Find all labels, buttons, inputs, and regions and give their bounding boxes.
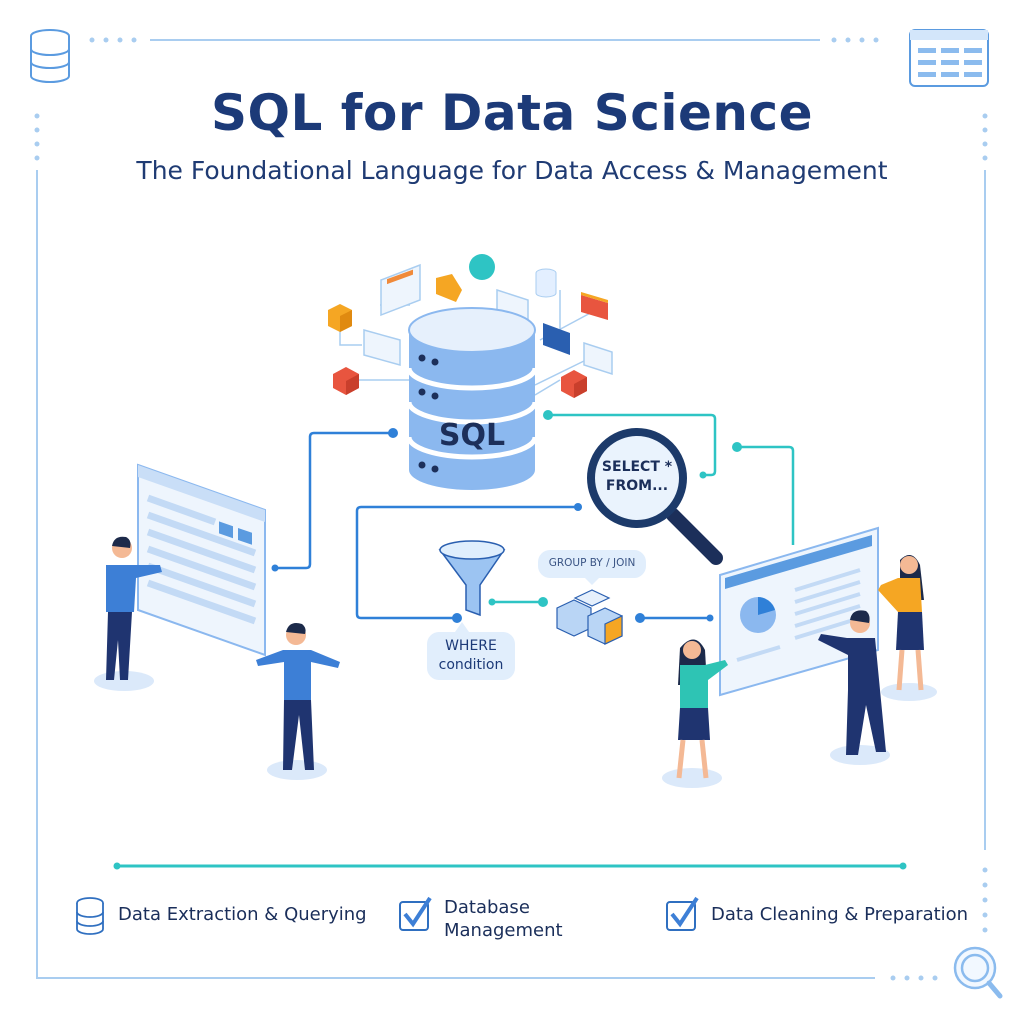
database-feature-icon (76, 897, 104, 935)
magnifier-icon (587, 428, 723, 565)
database-label: SQL (438, 418, 506, 453)
magnifier-text-line2: FROM... (605, 478, 669, 494)
cube-icons (328, 254, 608, 398)
feature-label-line2: Management (444, 920, 563, 941)
database-corner-icon (30, 29, 70, 83)
where-label-line1: WHERE (445, 638, 497, 654)
cubes-icon (556, 589, 623, 645)
frame-dots (34, 37, 988, 981)
group-bubble (538, 550, 646, 578)
feature-data-cleaning: Data Cleaning & Preparation (711, 904, 969, 925)
frame (36, 39, 986, 979)
checkbox-feature-icon-1 (399, 896, 432, 931)
feature-label-line1: Database (444, 897, 530, 918)
table-corner-icon (909, 29, 989, 87)
where-label-line2: condition (438, 657, 504, 673)
dashboard-panel (719, 526, 879, 697)
checkbox-feature-icon-2 (666, 896, 699, 931)
people (94, 536, 937, 788)
spreadsheet-panel (137, 463, 266, 657)
feature-data-extraction: Data Extraction & Querying (118, 904, 367, 925)
page-subtitle: The Foundational Language for Data Acces… (136, 156, 888, 185)
group-by-join-label: GROUP BY / JOIN (548, 557, 636, 569)
where-bubble (427, 632, 515, 680)
magnifier-text: SELECT * FROM... (595, 458, 679, 496)
connector-dots (113, 410, 907, 870)
connectors (117, 413, 903, 868)
page-title: SQL for Data Science (210, 84, 814, 142)
magnifier-corner-icon (953, 946, 1003, 999)
magnifier-text-line1: SELECT * (601, 459, 673, 475)
feature-database-management: Database Management (444, 896, 563, 942)
where-condition-label: WHERE condition (427, 637, 515, 675)
sql-database-cylinder (406, 307, 538, 490)
funnel-icon (438, 540, 506, 617)
